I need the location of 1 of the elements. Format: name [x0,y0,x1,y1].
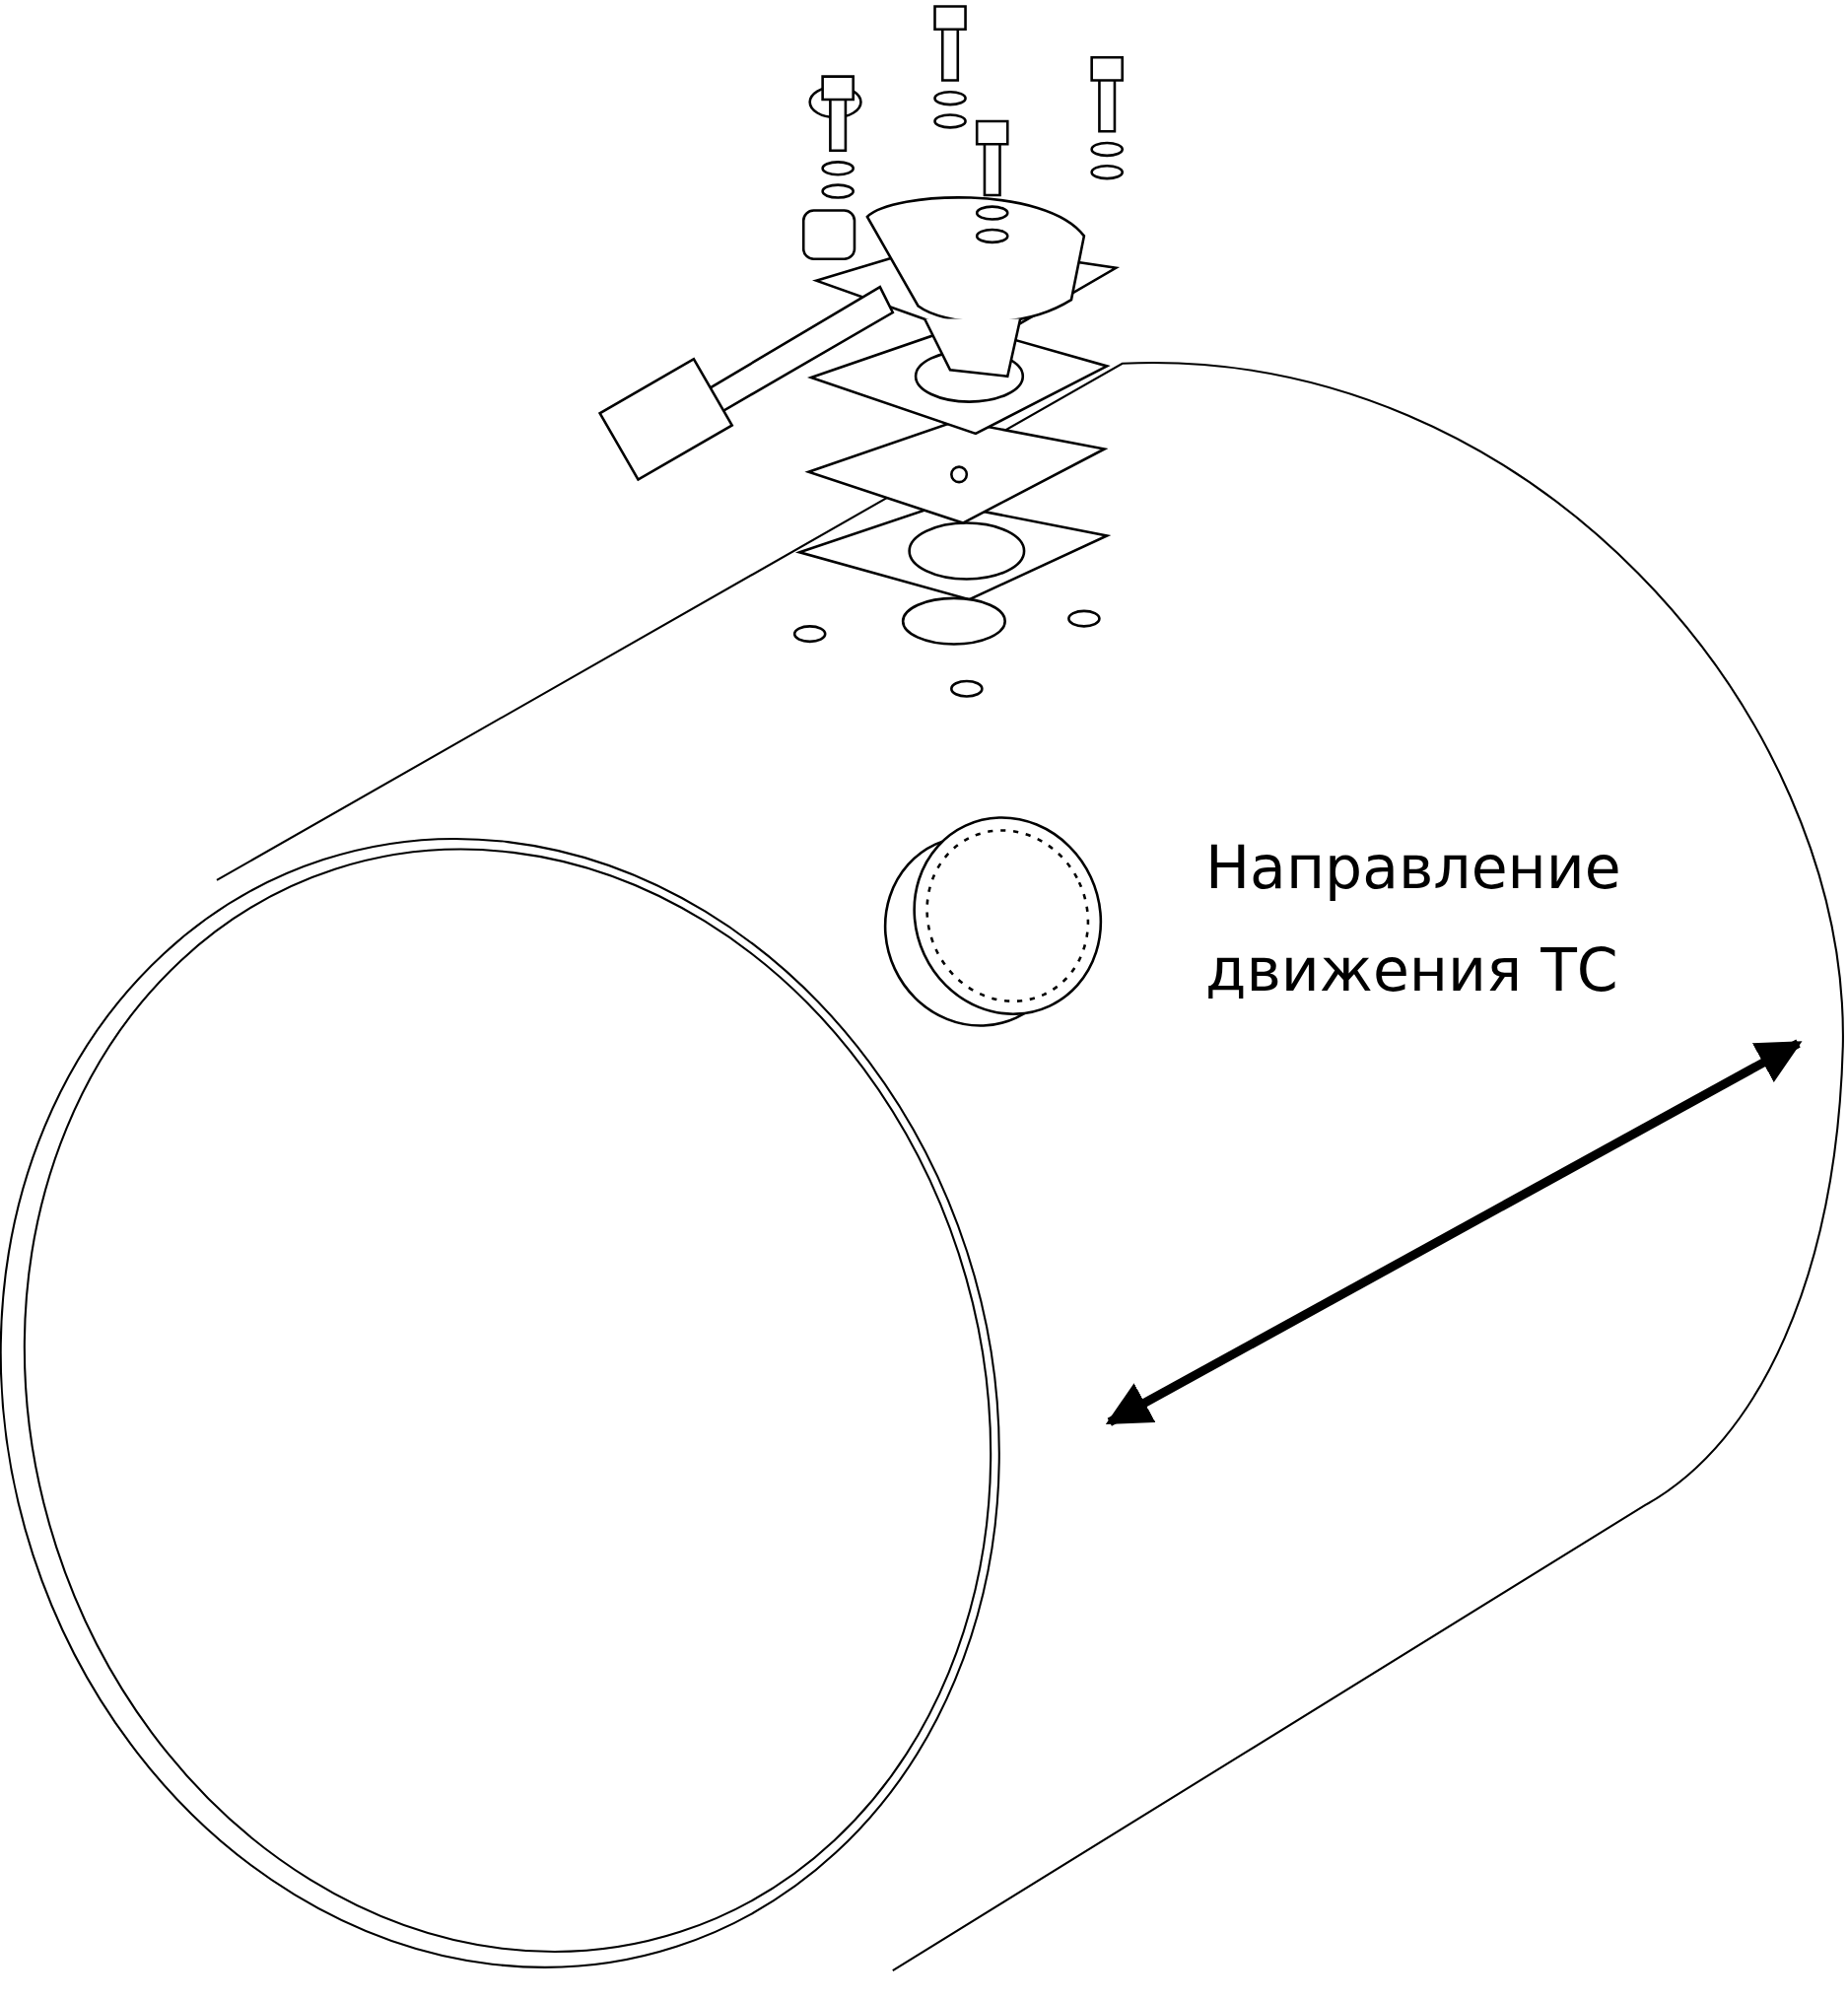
direction-label: Направление движения ТС [1205,832,1622,1006]
